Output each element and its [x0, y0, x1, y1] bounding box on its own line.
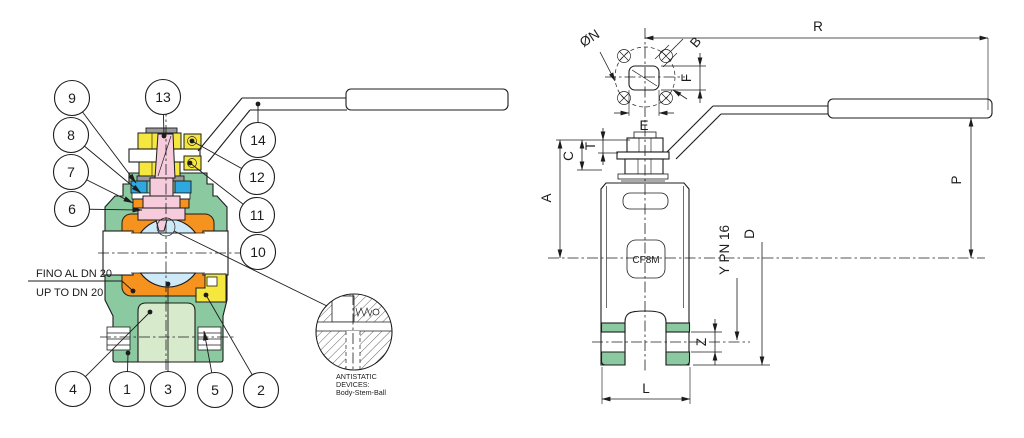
svg-text:11: 11	[250, 207, 265, 223]
flange-screw-bl	[617, 91, 631, 105]
gland-screw-lower	[183, 155, 202, 171]
callout-6: 6	[53, 190, 91, 228]
svg-text:D: D	[742, 229, 757, 239]
callout-10: 10	[239, 233, 277, 271]
flange-screw-tr	[659, 49, 673, 63]
svg-text:E: E	[639, 118, 648, 133]
ball	[131, 218, 205, 288]
svg-text:2: 2	[257, 382, 265, 398]
svg-text:8: 8	[67, 127, 75, 143]
section-view: 9 8 7 6 13 14 12 11 10 4 1 3 5 2 FINO AL…	[28, 78, 509, 409]
svg-text:Z: Z	[694, 338, 709, 346]
flange-band-left	[600, 322, 626, 366]
callout-12: 12	[238, 158, 276, 196]
handle-grip	[345, 88, 509, 111]
svg-text:4: 4	[69, 381, 77, 397]
callout-8: 8	[52, 116, 90, 154]
detail-note-line3: Body-Stem-Ball	[336, 388, 386, 397]
dim-Z: Z	[691, 319, 722, 365]
callout-1: 1	[108, 370, 146, 408]
mounting-thread-hole-right	[197, 326, 222, 351]
dim-Y-PN16: Y PN 16	[717, 225, 740, 341]
flange-screw-br	[659, 91, 673, 105]
stem-stack	[616, 131, 670, 182]
svg-text:7: 7	[67, 164, 75, 180]
stem	[137, 133, 186, 237]
svg-text:14: 14	[250, 132, 266, 148]
callout-7: 7	[52, 153, 90, 191]
lever-handle-side	[666, 98, 993, 160]
svg-text:6: 6	[68, 201, 76, 217]
svg-text:CF8M: CF8M	[632, 255, 659, 266]
svg-text:5: 5	[211, 382, 219, 398]
svg-text:C: C	[561, 151, 576, 161]
dim-A: A	[539, 139, 630, 259]
handle-grip-side	[827, 98, 993, 119]
neck-boss	[622, 192, 669, 210]
svg-text:12: 12	[249, 169, 265, 185]
svg-text:1: 1	[123, 381, 131, 397]
antistatic-detail: ANTISTATIC DEVICES: Body-Stem-Ball	[315, 293, 393, 397]
callout-4: 4	[54, 370, 92, 408]
flange-screw-tl	[617, 49, 631, 63]
material-badge: CF8M	[626, 239, 666, 279]
callout-2: 2	[242, 371, 280, 409]
callout-3: 3	[149, 370, 187, 408]
svg-text:3: 3	[164, 381, 172, 397]
dimension-view: CF8M	[539, 19, 993, 404]
packing-ring-right	[174, 180, 192, 194]
svg-text:9: 9	[68, 90, 76, 106]
detail-note-line1: ANTISTATIC	[336, 372, 377, 381]
callout-5: 5	[196, 371, 234, 409]
lever-handle	[197, 88, 509, 163]
dim-C: C	[561, 139, 602, 171]
dim-P: P	[949, 117, 974, 259]
callout-11: 11	[238, 196, 276, 234]
callout-9: 9	[53, 79, 91, 117]
svg-text:R: R	[813, 19, 823, 34]
svg-text:A: A	[539, 193, 554, 202]
dim-E: E	[614, 110, 674, 133]
dim-R: R	[644, 19, 989, 110]
detail-note-line2: DEVICES:	[336, 380, 370, 389]
callout-13: 13	[144, 78, 182, 116]
body-insert	[195, 273, 227, 303]
size-note-bottom: UP TO DN 20	[36, 287, 103, 299]
svg-text:13: 13	[155, 89, 171, 105]
svg-text:T: T	[583, 142, 598, 150]
callout-14: 14	[239, 121, 277, 159]
dim-D: D	[693, 229, 770, 366]
svg-text:F: F	[679, 74, 694, 82]
centerlines-right	[548, 28, 985, 372]
flange-band-right	[665, 322, 691, 366]
size-note-top: FINO AL DN 20	[36, 268, 112, 280]
svg-text:10: 10	[250, 244, 266, 260]
svg-text:B: B	[687, 34, 704, 51]
svg-text:P: P	[949, 175, 964, 184]
end-connection	[137, 302, 196, 363]
dim-T: T	[583, 128, 618, 165]
svg-text:L: L	[642, 381, 650, 396]
svg-text:ØN: ØN	[577, 26, 602, 50]
svg-text:Y PN 16: Y PN 16	[717, 225, 732, 275]
dim-L: L	[601, 367, 691, 404]
dim-F: F	[661, 53, 706, 103]
mounting-thread-hole-left	[106, 326, 131, 351]
